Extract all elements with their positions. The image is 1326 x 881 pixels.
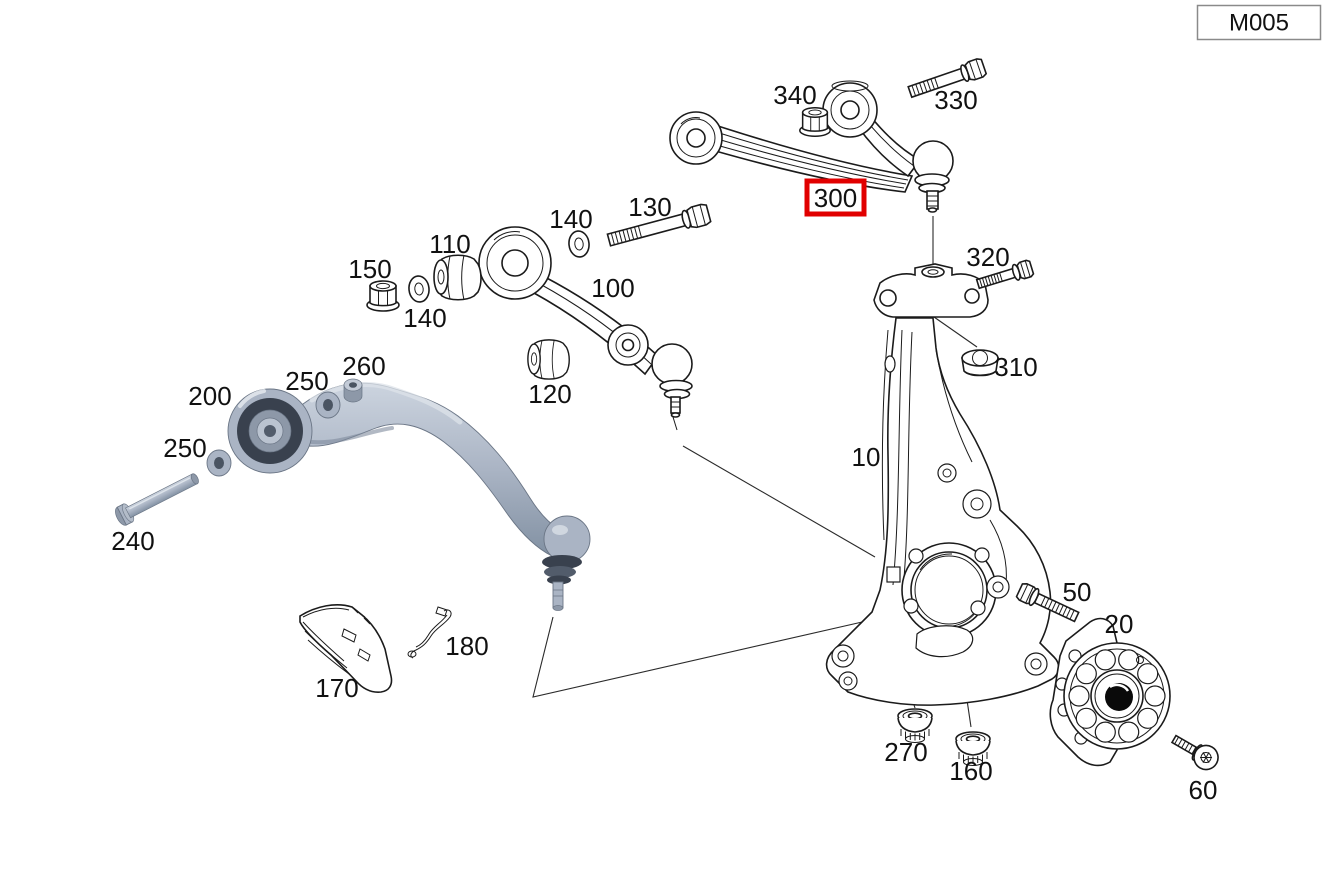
lower-front-control-arm-drawing [478,226,693,431]
washer-250-top-drawing [315,391,341,419]
part-label-180[interactable]: 180 [445,631,488,661]
part-label-270[interactable]: 270 [884,737,927,767]
steering-knuckle-drawing [825,263,1060,706]
lower-rear-control-arm-drawing [227,382,591,611]
part-number-labels: 340 330 130 140 110 150 100 140 320 310 … [111,80,1217,805]
bolt-130-drawing [606,203,712,247]
part-label-20[interactable]: 20 [1105,609,1134,639]
part-label-310[interactable]: 310 [994,352,1037,382]
spacer-260-drawing [343,378,363,403]
bolt-240-drawing [115,473,199,526]
bushing-110-drawing [433,254,482,301]
part-label-130[interactable]: 130 [628,192,671,222]
bolt-50-drawing [1015,582,1080,623]
part-label-150[interactable]: 150 [348,254,391,284]
reference-code-box: M005 [1196,4,1322,41]
part-label-100[interactable]: 100 [591,273,634,303]
part-label-250-bottom[interactable]: 250 [163,433,206,463]
part-label-120[interactable]: 120 [528,379,571,409]
bushing-120-drawing [527,339,570,380]
part-label-60[interactable]: 60 [1189,775,1218,805]
part-label-170[interactable]: 170 [315,673,358,703]
nut-310-drawing [961,349,999,377]
highlighted-part-label-300[interactable]: 300 [804,178,867,217]
bolt-320-drawing [975,259,1035,290]
reference-code-text: M005 [1229,10,1289,37]
part-label-160[interactable]: 160 [949,756,992,786]
cover-170-drawing [299,604,393,693]
part-label-200[interactable]: 200 [188,381,231,411]
part-label-250-top[interactable]: 250 [285,366,328,396]
screw-60-drawing [1170,734,1219,771]
part-label-240[interactable]: 240 [111,526,154,556]
part-label-50[interactable]: 50 [1063,577,1092,607]
part-label-260[interactable]: 260 [342,351,385,381]
part-label-330[interactable]: 330 [934,85,977,115]
washer-250-bottom-drawing [206,449,232,477]
part-label-110[interactable]: 110 [429,229,470,259]
part-label-140-top[interactable]: 140 [549,204,592,234]
bolt-330-drawing [907,58,988,99]
upper-control-arm-drawing [669,80,954,213]
part-label-300-text[interactable]: 300 [814,183,857,213]
part-label-10[interactable]: 10 [852,442,881,472]
part-label-320[interactable]: 320 [966,242,1009,272]
wheel-hub-drawing [1049,617,1171,767]
washer-140-bottom-drawing [406,274,432,304]
clip-180-drawing [407,606,452,659]
nut-340-drawing [799,106,831,137]
part-label-340[interactable]: 340 [773,80,816,110]
nut-150-drawing [366,280,400,312]
washer-140-top-drawing [566,229,592,259]
part-label-140-bottom[interactable]: 140 [403,303,446,333]
